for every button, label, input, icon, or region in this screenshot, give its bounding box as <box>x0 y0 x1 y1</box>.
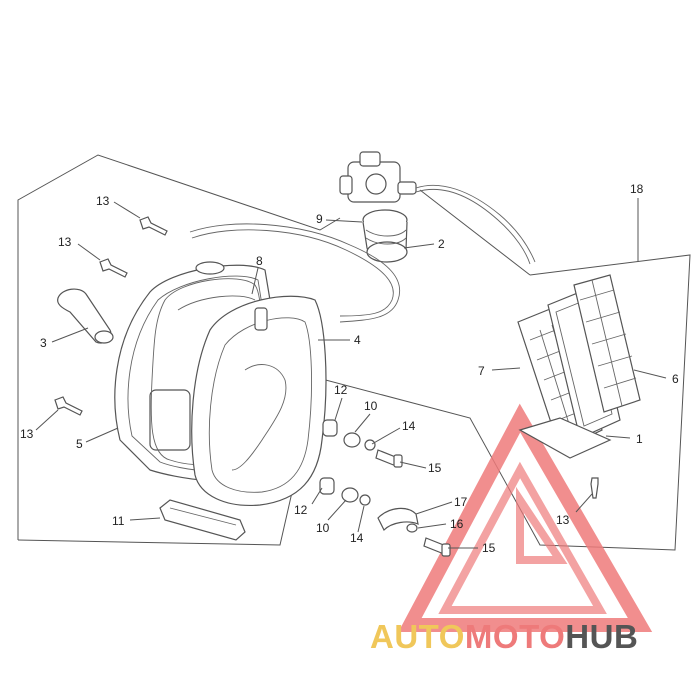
callout-16: 16 <box>450 517 464 531</box>
callout-6: 6 <box>672 372 679 386</box>
callout-10-lower: 10 <box>316 521 330 535</box>
callout-13-right: 13 <box>556 513 570 527</box>
watermark-logo-text: AUTOMOTOHUB <box>370 618 638 655</box>
filter-grid <box>573 274 641 413</box>
callout-13-left: 13 <box>20 427 34 441</box>
callout-15-lower: 15 <box>482 541 496 555</box>
air-box-front-cover <box>191 295 327 507</box>
callout-1: 1 <box>636 432 643 446</box>
watermark-moto: MOTO <box>465 618 565 655</box>
callout-13-top: 13 <box>96 194 110 208</box>
callout-12-lower: 12 <box>294 503 308 517</box>
svg-text:AUTOMOTOHUB: AUTOMOTOHUB <box>370 618 638 655</box>
callout-10-upper: 10 <box>364 399 378 413</box>
carburetor <box>339 151 536 265</box>
callout-11: 11 <box>112 514 125 528</box>
callout-3: 3 <box>40 336 47 350</box>
leader-lines <box>35 198 667 549</box>
fastener-set-upper <box>322 419 403 468</box>
callout-14-lower: 14 <box>350 531 364 545</box>
callout-13-middle: 13 <box>58 235 72 249</box>
callout-9: 9 <box>316 212 323 226</box>
bottom-gasket <box>159 499 246 541</box>
watermark-triangle <box>398 403 653 632</box>
callout-labels: 1 2 3 4 5 6 7 8 9 10 10 11 12 12 13 13 1… <box>20 182 679 555</box>
screws-13 <box>54 216 599 499</box>
callout-14-upper: 14 <box>402 419 416 433</box>
watermark-auto: AUTO <box>370 618 465 655</box>
callout-5: 5 <box>76 437 83 451</box>
callout-18: 18 <box>630 182 644 196</box>
elbow-pipe <box>57 288 114 344</box>
callout-15-upper: 15 <box>428 461 442 475</box>
watermark-hub: HUB <box>565 618 638 655</box>
filter-base-plate <box>518 417 612 459</box>
callout-7: 7 <box>478 364 485 378</box>
breather-hose <box>189 223 400 323</box>
callout-12-upper: 12 <box>334 383 348 397</box>
callout-2: 2 <box>438 237 445 251</box>
assembly-frame-lines <box>17 154 691 551</box>
callout-17: 17 <box>454 495 468 509</box>
callout-8: 8 <box>256 254 263 268</box>
intake-sleeve <box>362 209 408 263</box>
callout-4: 4 <box>354 333 361 347</box>
fastener-set-lower <box>319 477 451 557</box>
